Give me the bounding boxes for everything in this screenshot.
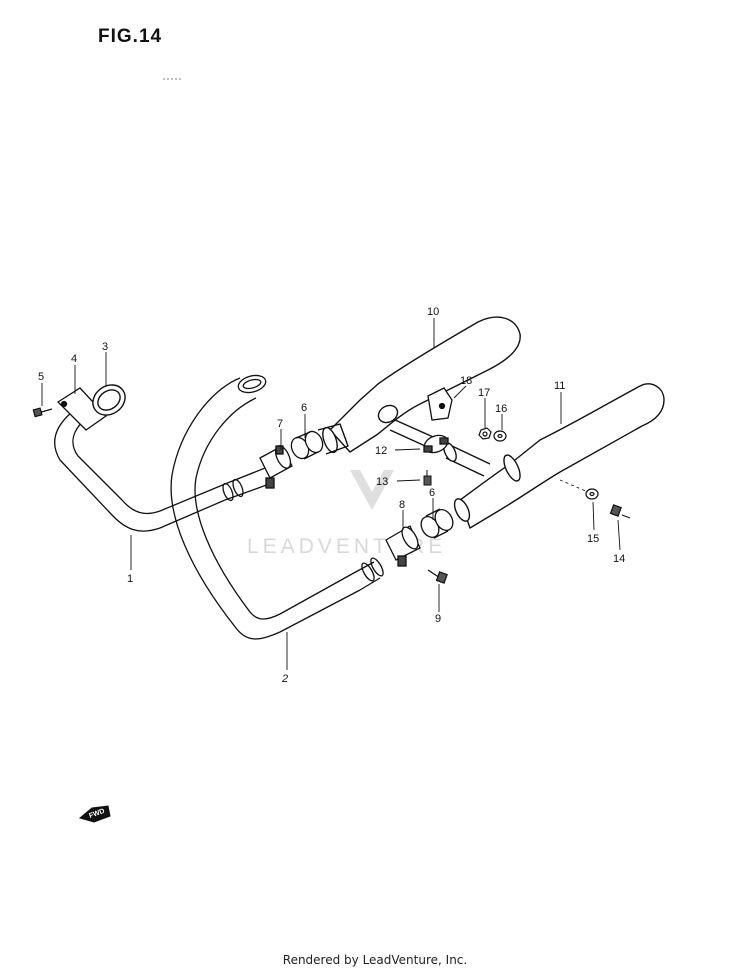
washer-16 — [493, 430, 507, 442]
callout-17: 17 — [478, 387, 490, 399]
bolt-14 — [609, 504, 631, 519]
flange-gasket — [92, 384, 126, 416]
callout-11: 11 — [554, 380, 565, 392]
callout-8: 8 — [399, 499, 405, 511]
bolt-9 — [427, 569, 448, 584]
bolt-13 — [423, 470, 432, 486]
callout-7: 7 — [277, 418, 283, 430]
callout-6-upper: 6 — [301, 402, 307, 414]
callout-15: 15 — [587, 533, 599, 545]
callout-16: 16 — [495, 403, 507, 415]
washer-15 — [585, 488, 599, 500]
callout-5: 5 — [38, 371, 44, 383]
forward-arrow-icon: FWD — [78, 805, 111, 823]
flange-bolt — [32, 407, 53, 418]
exhaust-flange — [56, 387, 107, 431]
mount-bracket — [427, 387, 453, 421]
exhaust-clamp-7 — [259, 445, 293, 489]
figure-title: FIG.14 — [98, 26, 163, 47]
callout-4: 4 — [71, 353, 77, 365]
callout-18: 18 — [460, 375, 472, 387]
callout-12: 12 — [375, 445, 387, 457]
exhaust-clamp-8 — [385, 525, 421, 567]
callout-1: 1 — [127, 573, 133, 585]
nut-17 — [478, 427, 492, 440]
mount-leader — [559, 479, 589, 493]
muffler-11 — [443, 383, 665, 529]
callout-14: 14 — [613, 553, 625, 565]
exhaust-pipe-1 — [54, 411, 273, 532]
exhaust-pipe-2 — [170, 374, 384, 640]
watermark-logo-icon — [350, 470, 394, 510]
callout-2: 2 — [281, 673, 288, 685]
callout-10: 10 — [427, 306, 439, 318]
callout-13: 13 — [376, 476, 388, 488]
callout-3: 3 — [102, 341, 108, 353]
callout-6-lower: 6 — [429, 487, 435, 499]
crossover-clamp — [423, 434, 449, 454]
sleeve-upper — [290, 430, 324, 460]
callout-9: 9 — [435, 613, 441, 625]
render-credit: Rendered by LeadVenture, Inc. — [282, 953, 468, 967]
muffler-10 — [317, 316, 521, 455]
leader-lines — [41, 318, 621, 670]
callout-labels: 1 2 3 4 5 6 6 7 8 9 10 11 12 13 14 15 16… — [38, 306, 625, 685]
